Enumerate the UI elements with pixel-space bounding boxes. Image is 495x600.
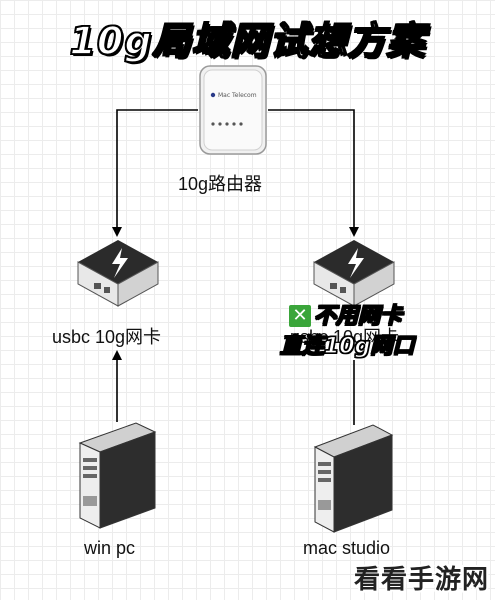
lightning-icon bbox=[112, 248, 128, 278]
nic-right-label: usbc 10g网卡 bbox=[290, 327, 400, 347]
mac-studio-label: mac studio bbox=[303, 538, 391, 558]
lightning-icon bbox=[348, 248, 364, 278]
nic-left-icon bbox=[77, 240, 159, 307]
win-pc-label: win pc bbox=[84, 538, 136, 558]
nic-right-icon bbox=[313, 240, 395, 307]
connector-router-to-left-nic bbox=[112, 109, 198, 237]
annotation-line1: ✕不用网卡 bbox=[289, 298, 403, 330]
router-label: 10g路由器 bbox=[178, 174, 263, 194]
router-icon: Mac Telecom bbox=[199, 65, 267, 155]
mac-studio-tower-icon bbox=[313, 424, 394, 533]
win-pc-tower-icon bbox=[78, 422, 157, 529]
cross-mark-icon: ✕ bbox=[289, 305, 311, 327]
annotation-line1-text: 不用网卡 bbox=[313, 303, 403, 329]
router-brand-text: Mac Telecom bbox=[218, 92, 257, 99]
watermark-logo: 看看手游网 bbox=[353, 565, 489, 595]
nic-left-label: usbc 10g网卡 bbox=[52, 327, 162, 347]
connector-router-to-right-nic bbox=[268, 109, 359, 237]
annotation-line2: 直连10g网口 bbox=[279, 333, 415, 359]
diagram-title: 10g局域网试想方案 bbox=[69, 18, 426, 64]
